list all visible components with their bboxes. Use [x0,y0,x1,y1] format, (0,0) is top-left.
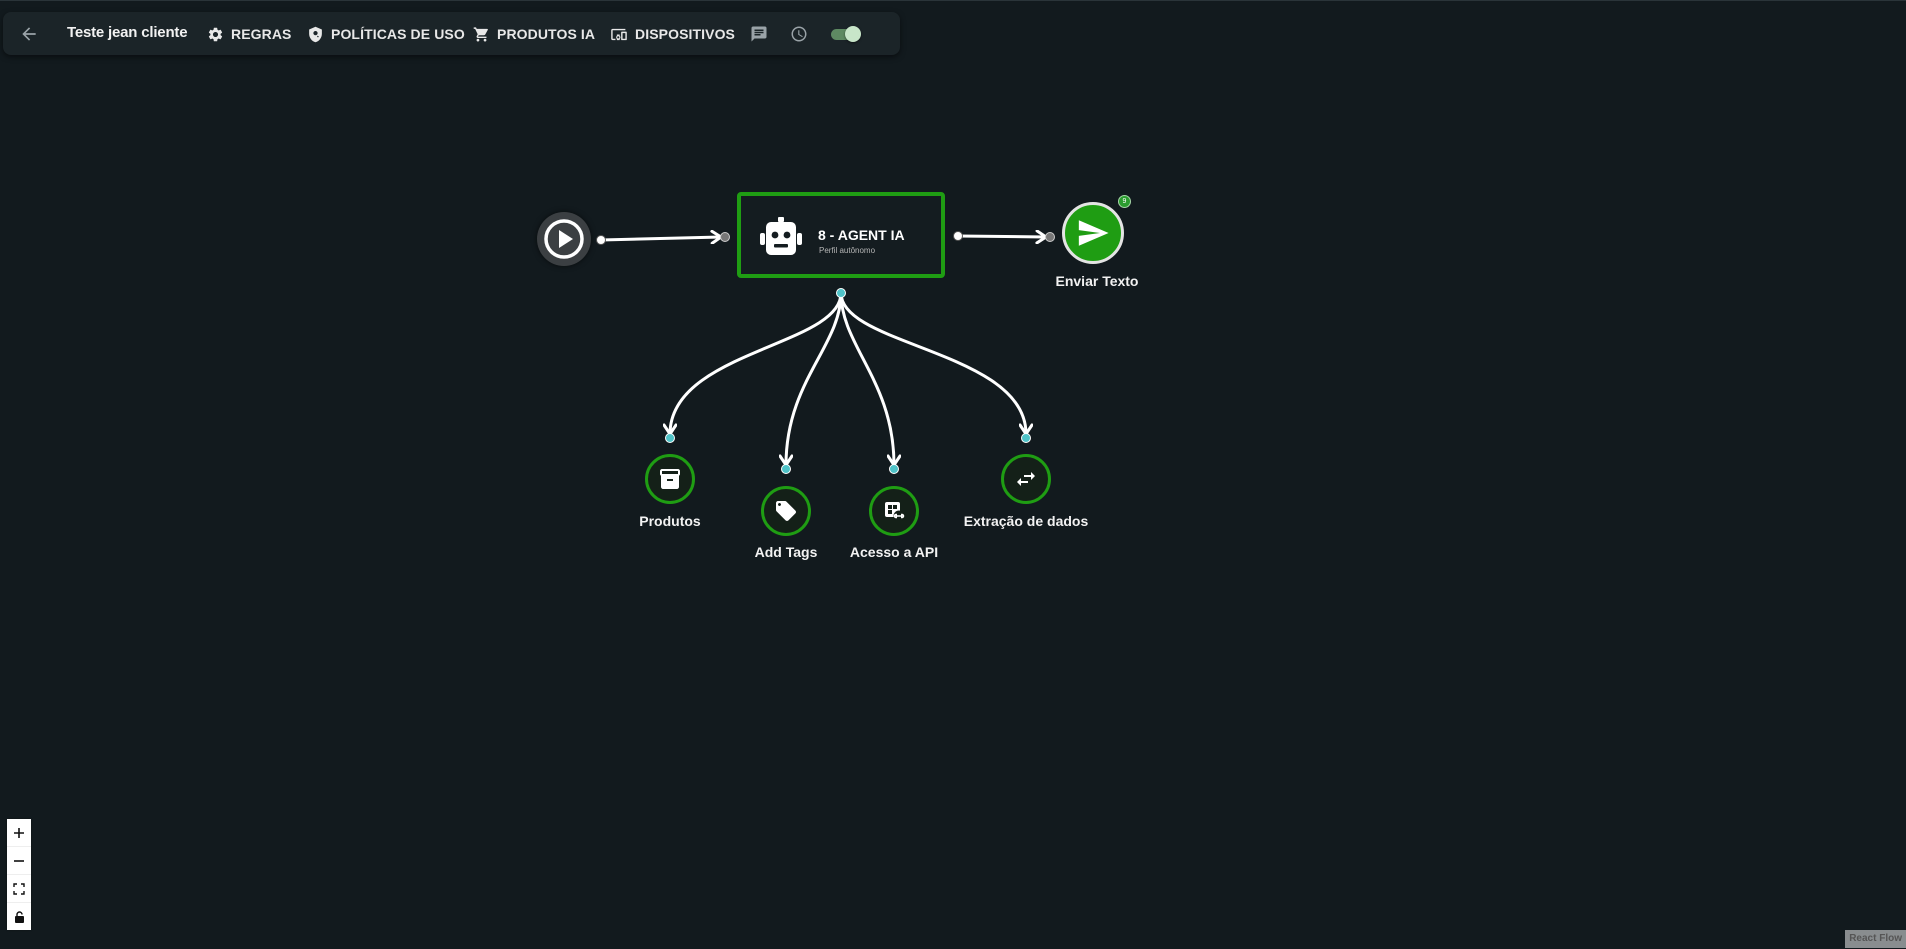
tool-label-add-tags: Add Tags [754,544,818,560]
toggle-track [831,29,857,40]
send-node-label: Enviar Texto [1055,273,1139,289]
usage-policies-button[interactable]: POLÍTICAS DE USO [307,22,465,46]
plus-icon [14,827,24,838]
minus-icon [14,859,24,862]
send-target-handle[interactable] [1045,232,1055,242]
agent-node-title: 8 - AGENT IA [818,227,905,243]
toggle-knob [845,26,861,42]
rules-label: REGRAS [231,26,292,42]
fit-view-icon [13,882,25,895]
edge-agent-to-api[interactable] [839,292,894,465]
flow-active-toggle[interactable] [831,26,861,42]
play-circle-icon [544,219,584,259]
fit-view-button[interactable] [7,875,31,903]
send-node-badge: 9 [1118,195,1131,208]
ai-products-label: PRODUTOS IA [497,26,596,42]
agent-tools-handle[interactable] [836,288,846,298]
gear-icon [208,27,223,41]
back-arrow-icon[interactable] [15,20,43,48]
devices-label: DISPOSITIVOS [635,26,735,42]
lock-icon [14,910,24,923]
tool-label-produtos: Produtos [639,513,701,529]
zoom-out-button[interactable] [7,847,31,875]
rules-button[interactable]: REGRAS [207,22,292,46]
react-flow-attribution[interactable]: React Flow [1845,930,1906,948]
agent-target-handle[interactable] [720,232,730,242]
tool-node-data-extraction[interactable] [1001,454,1051,504]
extracao-handle[interactable] [1021,433,1031,443]
send-icon [1078,220,1109,246]
agent-ia-node[interactable]: 8 - AGENT IA Perfil autônomo [737,192,945,278]
edge-agent-to-send[interactable] [957,236,1046,237]
api-link-icon [885,502,905,522]
top-toolbar: Teste jean cliente REGRAS POLÍTICAS DE U… [3,12,900,55]
tool-label-api-access: Acesso a API [849,544,939,560]
edge-agent-to-add-tags[interactable] [786,292,843,465]
tool-label-data-extraction: Extração de dados [963,513,1089,529]
devices-button[interactable]: DISPOSITIVOS [610,22,735,46]
tag-icon [776,501,796,521]
add-tags-handle[interactable] [781,464,791,474]
zoom-in-button[interactable] [7,819,31,847]
lock-button[interactable] [7,903,31,930]
produtos-handle[interactable] [665,433,675,443]
chat-icon[interactable] [748,23,770,45]
agent-node-subtitle: Perfil autônomo [819,246,876,255]
ai-products-button[interactable]: PRODUTOS IA [473,22,595,46]
canvas-controls [7,819,31,930]
api-handle[interactable] [889,464,899,474]
send-text-node[interactable] [1062,202,1124,264]
clock-icon[interactable] [788,23,810,45]
shield-icon [309,26,322,42]
agent-source-handle[interactable] [953,231,963,241]
edge-agent-to-produtos[interactable] [670,292,843,434]
start-node[interactable] [537,212,591,266]
tool-node-api-access[interactable] [869,486,919,536]
swap-arrows-icon [1017,472,1035,486]
tool-node-add-tags[interactable] [761,486,811,536]
start-source-handle[interactable] [596,235,606,245]
cart-icon [473,26,488,42]
devices-icon [611,28,627,40]
tool-node-produtos[interactable] [645,454,695,504]
edge-agent-to-extracao[interactable] [839,292,1026,434]
archive-icon [660,469,680,489]
edge-start-to-agent[interactable] [600,237,721,240]
flow-title: Teste jean cliente [67,24,188,41]
usage-policies-label: POLÍTICAS DE USO [331,26,465,42]
robot-icon [760,217,802,255]
